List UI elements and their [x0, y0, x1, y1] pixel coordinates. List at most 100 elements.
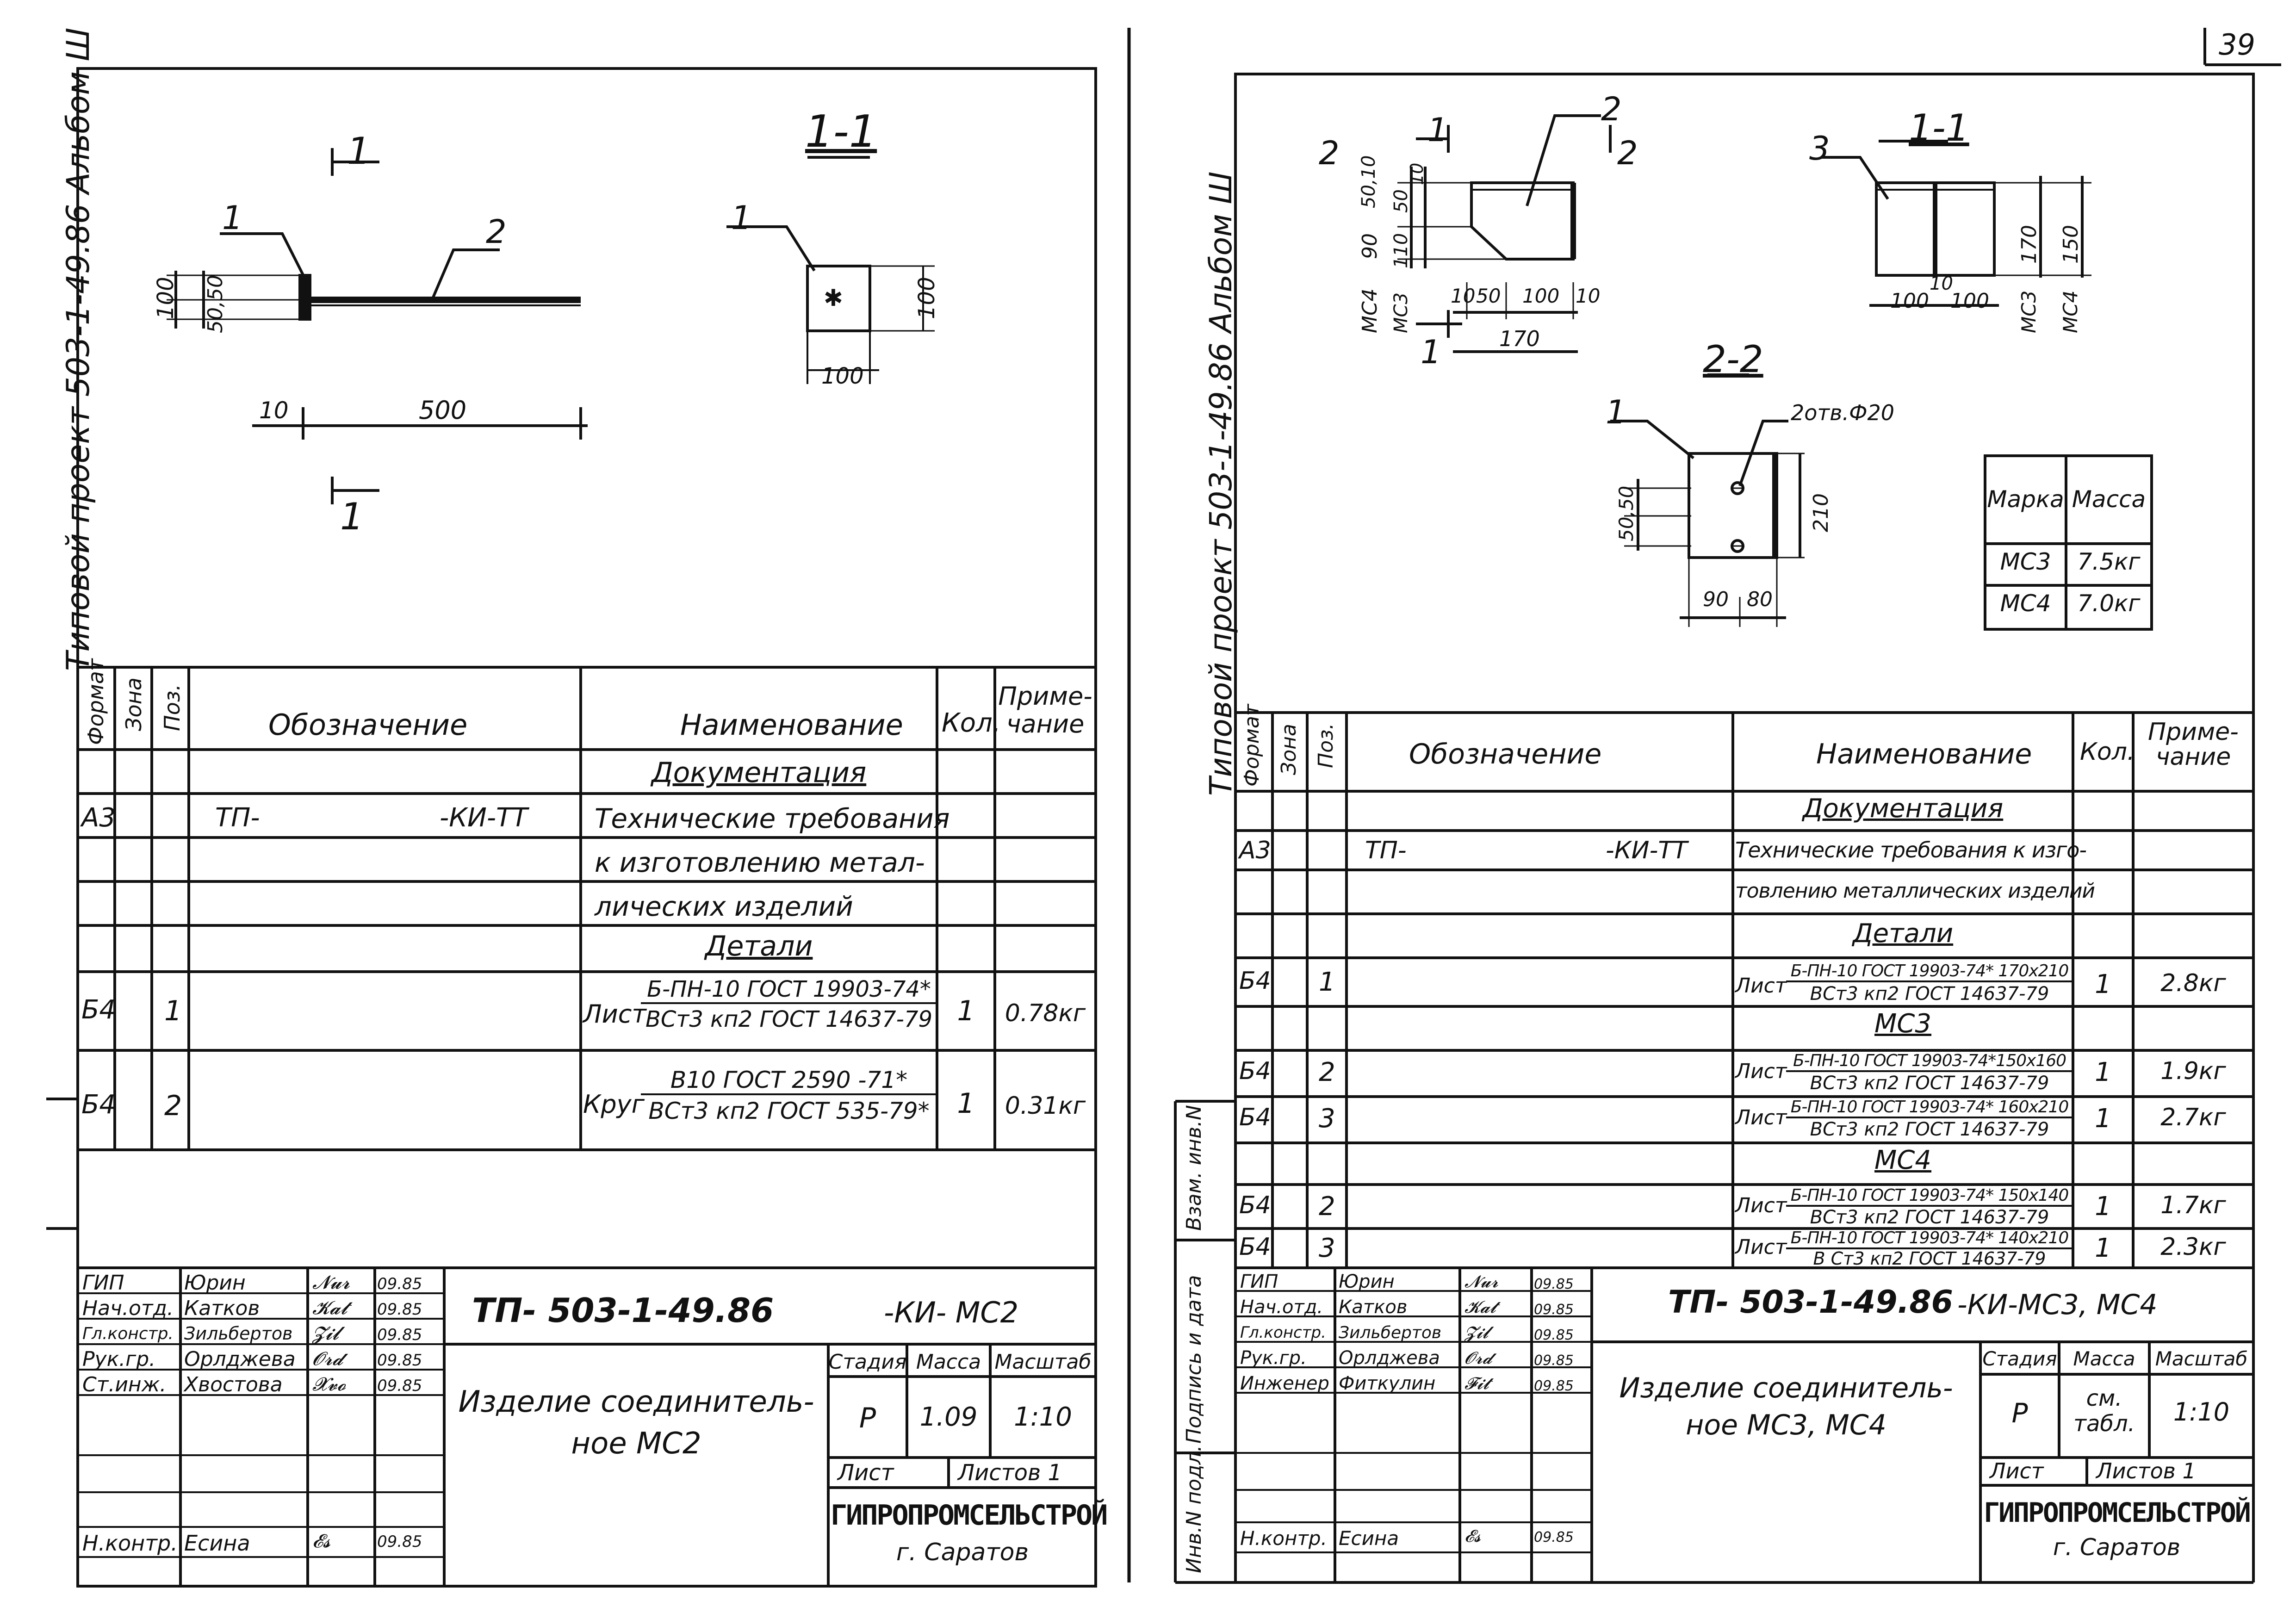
- left-section-label: 1-1: [805, 106, 877, 157]
- left-col-format: Формат: [83, 658, 108, 745]
- right-section-2-2: 2-2: [1703, 338, 1763, 381]
- margin-inv-original: Инв.N подл.: [1182, 1445, 1206, 1573]
- right-col-pos: Поз.: [1314, 723, 1338, 768]
- mass-table-mass: 7.5кг: [2077, 548, 2141, 575]
- right-r10-format: Б4: [1239, 1233, 1271, 1261]
- left-mass-header: Масса: [916, 1350, 981, 1374]
- right-holes-label: 2отв.Ф20: [1791, 400, 1895, 425]
- left-scale-header: Масштаб: [994, 1350, 1092, 1374]
- right-stamp-dates: 09.85 09.85 09.85 09.85 09.85: [1534, 1272, 1574, 1399]
- right-dim-mc3: МС3: [1390, 292, 1412, 333]
- right-stamp-code-suffix: -КИ-МС3, МС4: [1957, 1289, 2158, 1321]
- right-scale: 1:10: [2173, 1397, 2230, 1427]
- left-pos-2: 2: [486, 213, 507, 251]
- right-r9-qty: 1: [2095, 1191, 2111, 1222]
- left-col-qty: Кол.: [942, 708, 1001, 738]
- role: Ст.инж.: [82, 1373, 167, 1396]
- right-s-mc4: МС4: [2059, 290, 2082, 333]
- left-org-city: г. Саратов: [896, 1539, 1029, 1566]
- right-stamp-roles: ГИП Нач.отд. Гл.констр. Рук.гр. Инженер: [1240, 1269, 1329, 1396]
- left-pos-1: 1: [222, 199, 243, 237]
- right-dim-170: 170: [1499, 326, 1540, 351]
- role: Рук.гр.: [82, 1347, 156, 1371]
- left-r6-numerator: В10 ГОСТ 2590 -71*: [641, 1067, 937, 1095]
- left-org-name: ГИПРОПРОМСЕЛЬСТРОЙ: [831, 1499, 1108, 1532]
- left-r5-denominator: ВСт3 кп2 ГОСТ 14637-79: [645, 1006, 933, 1032]
- date: 09.85: [1534, 1276, 1574, 1292]
- right-r10-denominator: В Ст3 кп2 ГОСТ 14637-79: [1813, 1248, 2046, 1269]
- role: ГИП: [1240, 1271, 1278, 1292]
- right-stage-header: Стадия: [1982, 1347, 2057, 1370]
- right-stamp-name-nkontr: Есина: [1339, 1527, 1399, 1550]
- left-r6-denominator: ВСт3 кп2 ГОСТ 535-79*: [648, 1098, 930, 1124]
- right-mass: см. табл.: [2073, 1385, 2135, 1437]
- right-r4-numerator: Б-ПН-10 ГОСТ 19903-74* 170х210: [1786, 962, 2073, 982]
- mass-table-mass: 7.0кг: [2077, 590, 2141, 617]
- left-r5-format: Б4: [81, 995, 116, 1025]
- right-r10-note: 2.3кг: [2160, 1233, 2226, 1261]
- right-r7-prefix: Лист: [1735, 1106, 1787, 1129]
- left-details-section: Детали: [705, 930, 813, 962]
- left-stage-header: Стадия: [828, 1350, 907, 1374]
- right-stamp-names: Юрин Катков Зильбертов Орлджева Фиткулин: [1339, 1269, 1441, 1396]
- role: ГИП: [82, 1271, 124, 1295]
- right-dim-100h: 100: [1522, 285, 1560, 307]
- left-stamp-date-nkontr: 09.85: [377, 1532, 422, 1551]
- right-r6-format: Б4: [1239, 1057, 1271, 1085]
- role: Нач.отд.: [82, 1297, 174, 1320]
- right-r1-format: A3: [1239, 837, 1271, 864]
- right-dim-90: 90: [1703, 588, 1729, 611]
- right-dim-110: 110: [1390, 233, 1412, 268]
- left-r3-name: лических изделий: [595, 891, 853, 922]
- left-r5-qty: 1: [957, 995, 975, 1027]
- left-r6-qty: 1: [957, 1087, 975, 1120]
- right-dim-50: 50: [1390, 189, 1412, 213]
- right-cut-1-top: 1: [1427, 111, 1448, 149]
- right-r6-denominator: ВСт3 кп2 ГОСТ 14637-79: [1810, 1073, 2049, 1094]
- right-r6-prefix: Лист: [1735, 1060, 1787, 1083]
- left-r1-format: A3: [81, 803, 116, 833]
- right-cut-1-bottom: 1: [1421, 333, 1441, 371]
- right-stamp-code: ТП- 503-1-49.86: [1668, 1284, 1953, 1321]
- right-s-mc3: МС3: [2017, 290, 2040, 333]
- right-org-name: ГИПРОПРОМСЕЛЬСТРОЙ: [1984, 1497, 2251, 1528]
- left-doc-section: Документация: [651, 757, 867, 789]
- right-r7-format: Б4: [1239, 1104, 1271, 1131]
- right-s-dim-170: 170: [2017, 225, 2041, 264]
- right-dim-210: 210: [1809, 493, 1833, 532]
- right-r7-qty: 1: [2095, 1104, 2111, 1134]
- left-cut-top: 1: [347, 130, 371, 173]
- left-stamp-dates: 09.85 09.85 09.85 09.85 09.85: [377, 1272, 422, 1399]
- right-scale-header: Масштаб: [2155, 1347, 2248, 1370]
- left-r6-format: Б4: [81, 1090, 116, 1120]
- left-col-designation: Обозначение: [268, 708, 468, 742]
- right-r6-note: 1.9кг: [2160, 1057, 2226, 1085]
- right-r7-numerator: Б-ПН-10 ГОСТ 19903-74* 160х210: [1786, 1098, 2073, 1118]
- left-col-note: Приме- чание: [998, 682, 1092, 738]
- right-mc4-section: МС4: [1874, 1145, 1932, 1175]
- left-mass: 1.09: [919, 1402, 978, 1432]
- left-r2-name: к изготовлению метал-: [595, 847, 925, 878]
- right-col-zone: Зона: [1277, 724, 1301, 775]
- right-r6-qty: 1: [2095, 1057, 2111, 1087]
- right-r4-prefix: Лист: [1735, 974, 1787, 998]
- right-r6-pos: 2: [1319, 1057, 1335, 1087]
- date: 09.85: [1534, 1327, 1574, 1343]
- signature-esina: 𝓔𝓼: [312, 1531, 331, 1552]
- role: Инженер: [1240, 1373, 1329, 1394]
- right-s-dim-10: 10: [1930, 273, 1953, 294]
- dim-100-section: 100: [914, 277, 940, 319]
- left-stamp-title: Изделие соединитель- ное МС2: [458, 1385, 814, 1461]
- left-r5-note: 0.78кг: [1005, 999, 1086, 1027]
- right-s-dim-100b: 100: [1950, 289, 1989, 313]
- right-stage: Р: [2011, 1397, 2028, 1429]
- left-r5-numerator: Б-ПН-10 ГОСТ 19903-74*: [641, 976, 937, 1004]
- left-side-title: Типовой проект 503-1-49.86 Альбом Ш: [60, 27, 97, 671]
- left-stamp-code: ТП- 503-1-49.86: [472, 1291, 774, 1330]
- right-r10-pos: 3: [1319, 1233, 1335, 1263]
- right-col-note: Приме- чание: [2148, 718, 2239, 771]
- left-r1-name: Технические требования: [595, 803, 950, 834]
- date: 09.85: [377, 1326, 422, 1344]
